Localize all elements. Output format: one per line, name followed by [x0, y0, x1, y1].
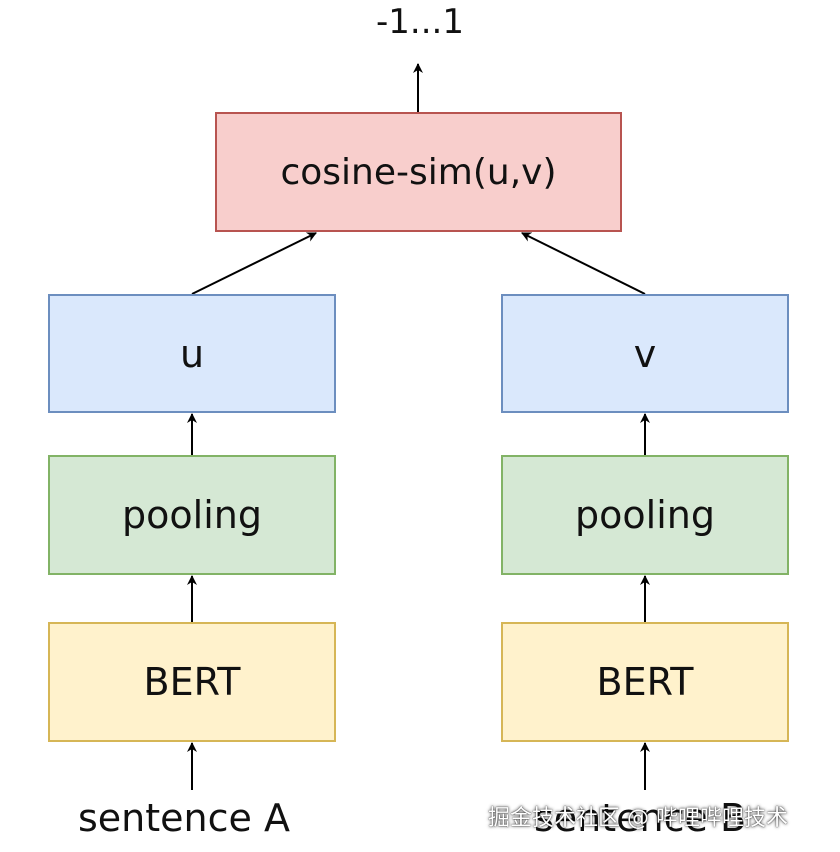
cosine-sim-label: cosine-sim(u,v) [280, 151, 557, 193]
sentence-a-label: sentence A [78, 796, 290, 840]
output-range-label: -1...1 [376, 2, 464, 42]
sentence-b-label: sentence B [534, 796, 747, 840]
arrow-u-to-cosine [191, 232, 317, 295]
arrow-v-to-cosine [521, 232, 646, 295]
pooling-b-node: pooling [501, 455, 789, 575]
embedding-u-node: u [48, 294, 336, 413]
bert-b-node: BERT [501, 622, 789, 742]
bert-a-label: BERT [143, 660, 241, 704]
pooling-a-label: pooling [122, 493, 262, 537]
pooling-b-label: pooling [575, 493, 715, 537]
embedding-v-node: v [501, 294, 789, 413]
bert-b-label: BERT [596, 660, 694, 704]
embedding-u-label: u [179, 331, 205, 376]
cosine-sim-node: cosine-sim(u,v) [215, 112, 622, 232]
watermark: 掘金技术社区 @ 哔哩哔哩技术 [488, 806, 788, 831]
embedding-v-label: v [633, 331, 657, 376]
pooling-a-node: pooling [48, 455, 336, 575]
bert-a-node: BERT [48, 622, 336, 742]
